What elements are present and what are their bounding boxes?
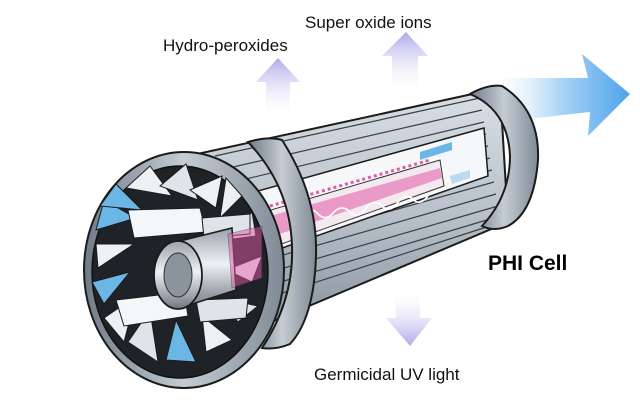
downward-arrow-icon — [386, 290, 432, 346]
label-phi-cell: PHI Cell — [488, 252, 567, 275]
rear-band — [467, 84, 540, 230]
label-germicidal-uv-light: Germicidal UV light — [314, 365, 460, 384]
central-cylinder — [153, 225, 263, 310]
upward-arrow-icon — [382, 32, 428, 92]
label-hydro-peroxides: Hydro-peroxides — [163, 36, 288, 55]
label-super-oxide-ions: Super oxide ions — [305, 13, 432, 32]
middle-band — [246, 137, 318, 350]
upward-arrow-icon — [256, 58, 300, 116]
